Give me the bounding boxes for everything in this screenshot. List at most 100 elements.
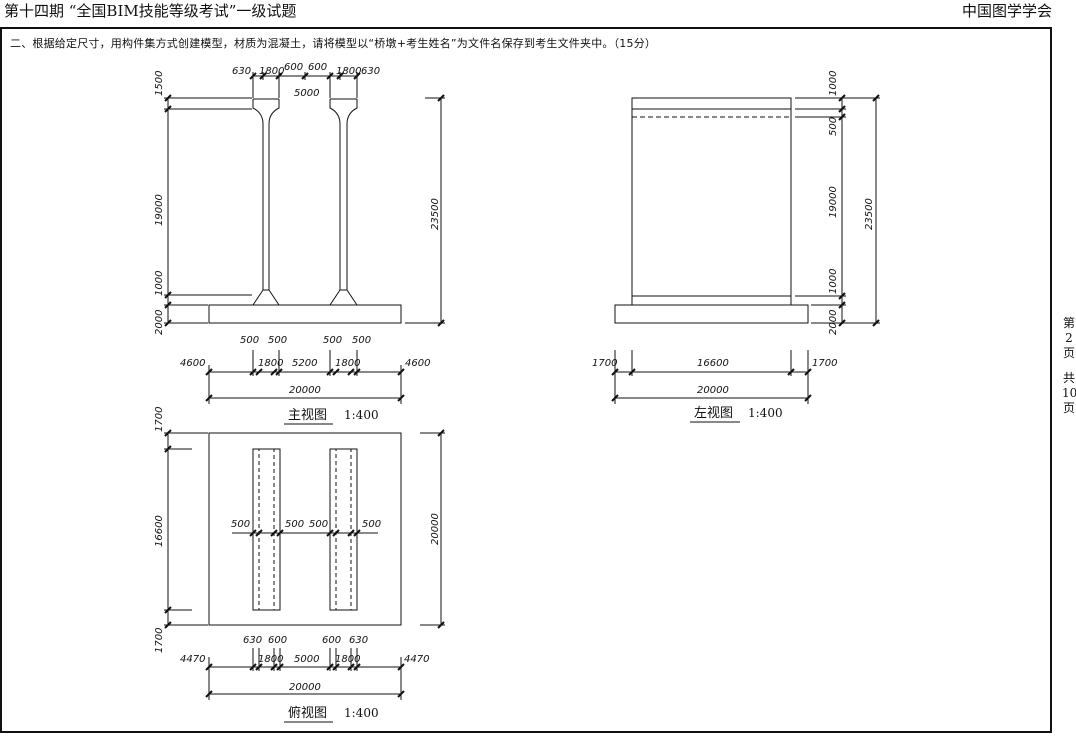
dimension-tick	[347, 663, 355, 671]
exam-title: 第十四期 “全国BIM技能等级考试”一级试题	[4, 2, 297, 20]
dimension-tick	[255, 529, 263, 537]
front-footing	[208, 304, 402, 324]
organization-name: 中国图学学会	[961, 2, 1052, 20]
top-dim-630a: 630	[243, 635, 262, 646]
dimension-tick	[326, 663, 334, 671]
side-dim-2000: 2000	[828, 310, 839, 335]
dimension-tick	[164, 319, 172, 327]
top-dim-600a: 600	[268, 635, 287, 646]
dimension-tick	[347, 529, 355, 537]
dimension-tick	[437, 94, 445, 102]
top-view-caption: 俯视图	[288, 705, 327, 721]
dimension-tick	[353, 72, 361, 80]
front-dim-500b: 500	[268, 335, 287, 346]
top-dim-600b: 600	[322, 635, 341, 646]
front-dim-1800d: 1800	[335, 358, 360, 369]
top-dim-20000-h: 20000	[289, 682, 321, 693]
side-dim-1700a: 1700	[592, 358, 617, 369]
page-suffix: 页	[1062, 346, 1075, 360]
page-number: 第 2 页 共 10 页	[1062, 316, 1076, 416]
dimension-tick	[164, 301, 172, 309]
dimension-tick	[164, 606, 172, 614]
top-dim-500d: 500	[362, 519, 381, 530]
dimension-tick	[437, 429, 445, 437]
top-footing	[208, 432, 402, 626]
dimension-tick	[255, 368, 263, 376]
dimension-tick	[397, 368, 405, 376]
dimension-tick	[275, 72, 283, 80]
dimension-tick	[353, 529, 361, 537]
top-dim-16600: 16600	[154, 515, 165, 547]
dimension-tick	[336, 72, 344, 80]
total-prefix: 共	[1062, 371, 1075, 385]
dimension-tick	[205, 690, 213, 698]
side-dim-20000: 20000	[697, 385, 729, 396]
dimension-tick	[164, 105, 172, 113]
dimension-tick	[872, 94, 880, 102]
dimension-tick	[301, 72, 309, 80]
dimension-tick	[804, 368, 812, 376]
dimension-tick	[611, 394, 619, 402]
dimension-tick	[397, 663, 405, 671]
dimension-tick	[437, 319, 445, 327]
question-instruction: 二、根据给定尺寸，用构件集方式创建模型，材质为混凝土，请将模型以“桥墩+考生姓名…	[10, 37, 657, 50]
front-dim-1800a: 1800	[259, 66, 284, 77]
dimension-tick	[275, 368, 283, 376]
dimension-tick	[205, 394, 213, 402]
dimension-tick	[249, 529, 257, 537]
side-dim-16600: 16600	[697, 358, 729, 369]
page-prefix: 第	[1062, 316, 1075, 330]
front-dim-1000: 1000	[154, 271, 165, 296]
side-view-scale: 1:400	[748, 406, 783, 420]
dimension-tick	[164, 291, 172, 299]
dimension-tick	[249, 368, 257, 376]
top-dim-1700a: 1700	[154, 407, 165, 432]
dimension-tick	[838, 301, 846, 309]
side-pier-body	[631, 97, 792, 306]
front-view-caption: 主视图	[288, 408, 327, 423]
dimension-tick	[353, 663, 361, 671]
current-page: 2	[1065, 331, 1073, 345]
dimension-tick	[838, 319, 846, 327]
front-right-column	[329, 98, 358, 306]
dimension-tick	[332, 368, 340, 376]
dimension-tick	[164, 445, 172, 453]
dimension-tick	[259, 72, 267, 80]
total-pages: 10	[1062, 386, 1076, 400]
dimension-tick	[353, 368, 361, 376]
top-view-scale: 1:400	[344, 706, 379, 720]
dimension-tick	[397, 394, 405, 402]
front-dim-600a: 600	[284, 62, 303, 73]
front-dim-2000: 2000	[154, 310, 165, 335]
side-dim-23500: 23500	[864, 198, 875, 230]
top-left-column	[252, 448, 281, 611]
dimension-tick	[255, 663, 263, 671]
top-dim-1800a: 1800	[258, 654, 283, 665]
front-dim-500a: 500	[240, 335, 259, 346]
top-dim-630b: 630	[349, 635, 368, 646]
dimension-tick	[332, 529, 340, 537]
front-dim-5200: 5200	[292, 358, 317, 369]
dimension-tick	[397, 690, 405, 698]
top-dim-1700b: 1700	[154, 628, 165, 653]
dimension-tick	[164, 429, 172, 437]
dimension-tick	[326, 368, 334, 376]
front-dim-5000: 5000	[294, 88, 319, 99]
front-dim-1500: 1500	[154, 71, 165, 96]
top-dim-500c: 500	[309, 519, 328, 530]
top-dim-1800b: 1800	[335, 654, 360, 665]
top-dim-5000: 5000	[294, 654, 319, 665]
dimension-tick	[628, 368, 636, 376]
front-dim-19000: 19000	[154, 194, 165, 226]
dimension-tick	[164, 94, 172, 102]
top-view: 500 500 500 500 1700 16600 1700 20000 63…	[154, 407, 445, 723]
dimension-tick	[326, 529, 334, 537]
total-suffix: 页	[1062, 401, 1075, 415]
dimension-tick	[332, 663, 340, 671]
top-dim-4470a: 4470	[180, 654, 205, 665]
front-dim-600b: 600	[308, 62, 327, 73]
front-dim-630b: 630	[361, 66, 380, 77]
dimension-tick	[611, 368, 619, 376]
side-dim-1700b: 1700	[812, 358, 837, 369]
